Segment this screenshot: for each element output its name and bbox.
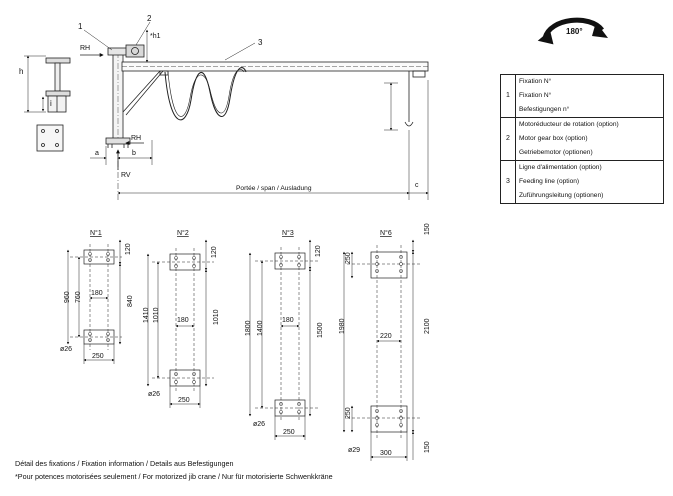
plate-n6-bottom-width: 300 xyxy=(380,450,392,457)
legend-3-line-2: Feeding line (option) xyxy=(515,175,664,189)
plate-n1-inner-width: 180 xyxy=(91,290,103,297)
plate-n6-right-dim: 2100 xyxy=(424,318,431,334)
plate-n2-inner-left-dim: 1010 xyxy=(153,307,160,323)
plate-n1 xyxy=(66,239,122,364)
legend-1-line-2: Fixation N° xyxy=(515,89,664,103)
plate-n1-top-dim: 120 xyxy=(125,243,132,255)
base-plate-plan xyxy=(36,124,64,152)
plate-n1-right-dim: 840 xyxy=(127,295,134,307)
plate-n3-title: N°3 xyxy=(282,229,294,237)
legend-num-3: 3 xyxy=(500,160,516,204)
plate-n2-right-dim: 1010 xyxy=(213,309,220,325)
legend-3-line-3: Zuführungsleitung (optionen) xyxy=(515,189,664,204)
label-h1: *h1 xyxy=(150,33,161,40)
legend-2-line-3: Getriebemotor (optionen) xyxy=(515,146,664,161)
plate-n6-bottom-left-dim: 250 xyxy=(345,407,352,419)
callout-1: 1 xyxy=(78,22,83,31)
label-span: Portée / span / Ausladung xyxy=(236,185,312,192)
label-rh-bottom: RH xyxy=(131,135,141,142)
label-h: h xyxy=(19,67,23,76)
legend-1-line-3: Befestigungen n° xyxy=(515,103,664,118)
legend-2-line-2: Motor gear box (option) xyxy=(515,132,664,146)
plate-n3-top-dim: 120 xyxy=(315,245,322,257)
plate-n2-left-dim: 1410 xyxy=(143,307,150,323)
plate-n3-right-dim: 1500 xyxy=(317,322,324,338)
main-drawing-labels: 1 2 3 h i *h1 RH RH RV a b c Portée / sp… xyxy=(19,14,419,192)
plate-n3-inner-width: 180 xyxy=(282,317,294,324)
rotation-symbol: 180° xyxy=(537,17,608,45)
plate-n1-title: N°1 xyxy=(90,229,102,237)
callout-2: 2 xyxy=(147,14,152,23)
plate-n6-title: N°6 xyxy=(380,229,392,237)
plate-n2-bottom-width: 250 xyxy=(178,397,190,404)
plate-n6-left-dim: 1980 xyxy=(339,318,346,334)
footer-motorized-note: *Pour potences motorisées seulement / Fo… xyxy=(15,472,333,481)
plate-n1-left-dim: 960 xyxy=(64,291,71,303)
plate-n3 xyxy=(248,239,318,440)
main-dimensions xyxy=(80,21,429,200)
plate-n1-inner-left-dim: 760 xyxy=(75,291,82,303)
rotation-angle: 180° xyxy=(566,27,583,36)
plate-n6-bottom-dim: 150 xyxy=(424,441,431,453)
plate-n3-left-dim: 1800 xyxy=(245,320,252,336)
label-a: a xyxy=(95,150,99,157)
label-c: c xyxy=(415,182,419,189)
label-rv: RV xyxy=(121,172,131,179)
plate-n3-hole: ø26 xyxy=(253,421,265,428)
label-b: b xyxy=(132,150,136,157)
plate-n2-inner-width: 180 xyxy=(177,317,189,324)
plate-n2-top-dim: 120 xyxy=(211,246,218,258)
plate-n3-inner-left-dim: 1400 xyxy=(257,320,264,336)
plate-n6 xyxy=(342,239,420,461)
plate-n6-hole: ø29 xyxy=(348,447,360,454)
legend-num-1: 1 xyxy=(500,74,516,118)
beam-section-detail xyxy=(24,55,71,113)
legend-1-line-1: Fixation N° xyxy=(515,74,664,89)
plate-n1-hole: ø26 xyxy=(60,346,72,353)
plate-n2-hole: ø26 xyxy=(148,391,160,398)
plate-n6-top-left-dim: 250 xyxy=(345,252,352,264)
callout-3: 3 xyxy=(258,38,263,47)
plate-n3-bottom-width: 250 xyxy=(283,429,295,436)
legend-3-line-1: Ligne d'alimentation (option) xyxy=(515,160,664,175)
legend-num-2: 2 xyxy=(500,117,516,161)
legend-table: 1 Fixation N° Fixation N° Befestigungen … xyxy=(500,74,664,204)
plate-n1-bottom-width: 250 xyxy=(92,353,104,360)
label-i: i xyxy=(50,99,52,108)
footer-fixation-details: Détail des fixations / Fixation informat… xyxy=(15,459,234,468)
legend-2-line-1: Motoréducteur de rotation (option) xyxy=(515,117,664,132)
plate-n6-top-dim: 150 xyxy=(424,223,431,235)
plate-n2-title: N°2 xyxy=(177,229,189,237)
plate-n6-inner-width: 220 xyxy=(380,333,392,340)
plate-n2 xyxy=(146,239,214,408)
jib-crane-elevation xyxy=(105,44,429,148)
label-rh-top: RH xyxy=(80,45,90,52)
